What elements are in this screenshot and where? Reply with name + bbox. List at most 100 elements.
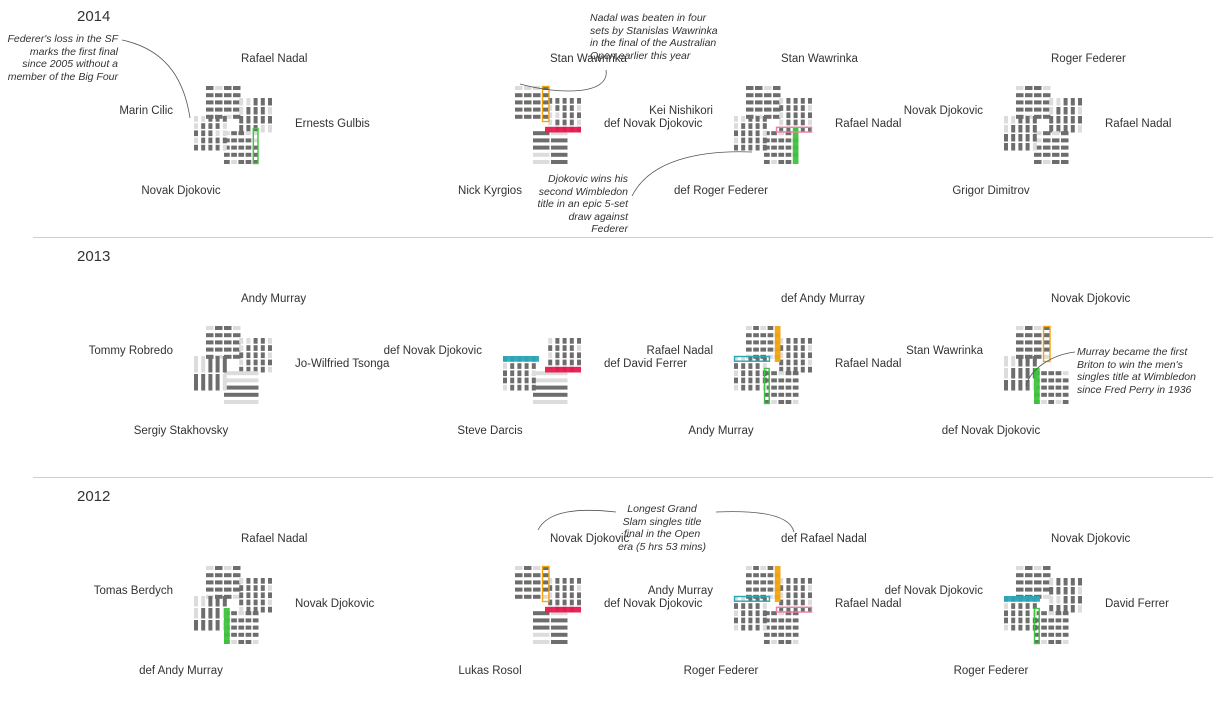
set-cell xyxy=(793,578,798,584)
set-cell xyxy=(771,145,777,150)
set-cell xyxy=(239,338,244,344)
set-cell xyxy=(762,123,767,129)
set-cell xyxy=(524,370,529,377)
set-cell xyxy=(785,400,792,404)
player-label: Tommy Robredo xyxy=(88,345,173,357)
set-cell xyxy=(741,624,746,631)
set-cell xyxy=(1025,587,1033,592)
set-cell xyxy=(1004,610,1008,617)
annotation: Longest Grand Slam singles title final i… xyxy=(617,503,707,553)
set-cell xyxy=(1025,326,1033,330)
set-cell xyxy=(231,618,237,623)
winner-highlight xyxy=(1004,596,1040,602)
set-cell xyxy=(741,123,746,129)
set-cell xyxy=(764,392,770,397)
set-cell xyxy=(239,592,244,599)
set-cell xyxy=(215,93,223,98)
set-cell xyxy=(779,126,784,133)
set-cell xyxy=(1034,618,1040,623)
set-cell xyxy=(260,578,265,584)
set-cell xyxy=(753,340,759,345)
set-cell xyxy=(238,131,245,136)
set-cell xyxy=(1063,578,1068,586)
set-cell xyxy=(208,620,213,631)
set-cell xyxy=(800,345,805,351)
set-cell xyxy=(533,566,541,570)
set-cell xyxy=(551,625,568,630)
set-cell xyxy=(734,377,738,384)
set-cell xyxy=(246,352,251,359)
set-cell xyxy=(239,116,244,124)
set-cell xyxy=(542,114,550,119)
set-cell xyxy=(224,400,259,404)
set-cell xyxy=(233,580,241,585)
player-label: Roger Federer xyxy=(1051,53,1126,65)
set-cell xyxy=(201,130,206,137)
set-cell xyxy=(762,624,767,631)
set-cell xyxy=(222,123,227,129)
set-cell xyxy=(1034,333,1042,338)
set-cell xyxy=(562,119,567,126)
set-cell xyxy=(215,596,220,607)
set-cell xyxy=(548,112,553,119)
set-cell xyxy=(762,617,767,624)
set-cell xyxy=(222,144,227,151)
set-cell xyxy=(1016,587,1024,592)
set-cell xyxy=(779,352,784,359)
set-cell xyxy=(1043,580,1051,585)
set-cell xyxy=(551,640,568,644)
set-cell xyxy=(773,93,781,98)
set-cell xyxy=(253,116,258,124)
set-cell xyxy=(533,145,550,150)
set-cell xyxy=(764,131,770,136)
set-cell xyxy=(1043,594,1051,599)
set-cell xyxy=(1048,618,1055,623)
set-cell xyxy=(1052,131,1060,136)
set-cell xyxy=(1034,145,1042,150)
set-cell xyxy=(1062,618,1069,623)
set-cell xyxy=(215,566,223,570)
set-cell xyxy=(748,137,753,144)
set-cell xyxy=(517,377,522,384)
player-label: Jo-Wilfried Tsonga xyxy=(295,358,390,370)
set-cell xyxy=(808,119,812,126)
set-cell xyxy=(734,617,738,624)
set-cell xyxy=(1011,617,1016,624)
set-cell xyxy=(208,116,213,122)
set-cell xyxy=(206,566,214,570)
set-cell xyxy=(245,640,252,644)
set-cell xyxy=(786,126,791,133)
set-cell xyxy=(215,326,223,330)
set-cell xyxy=(1055,625,1062,630)
set-cell xyxy=(533,114,541,119)
set-cell xyxy=(246,359,251,366)
set-cell xyxy=(551,611,568,616)
winner-highlight xyxy=(541,565,550,603)
set-cell xyxy=(524,86,532,90)
set-cell xyxy=(252,632,259,637)
set-cell xyxy=(779,599,784,606)
annotation: Federer's loss in the SF marks the first… xyxy=(7,33,118,83)
set-cell xyxy=(800,599,805,606)
set-cell xyxy=(231,152,237,157)
set-cell xyxy=(786,352,791,359)
set-cell xyxy=(542,580,550,585)
set-cell xyxy=(779,338,784,344)
set-cell xyxy=(194,130,198,137)
set-cell xyxy=(1034,611,1040,616)
set-cell xyxy=(1011,125,1016,133)
set-cell xyxy=(800,119,805,126)
set-cell xyxy=(1056,125,1061,133)
set-cell xyxy=(569,105,574,111)
set-cell xyxy=(755,116,760,122)
set-cell xyxy=(215,333,223,338)
set-cell xyxy=(741,144,746,151)
set-cell xyxy=(1056,98,1061,106)
set-cell xyxy=(239,107,244,115)
set-cell xyxy=(201,144,206,151)
set-cell xyxy=(1025,566,1033,570)
set-cell xyxy=(1004,368,1008,379)
set-cell xyxy=(555,105,560,111)
set-cell xyxy=(533,371,568,376)
set-cell xyxy=(1063,107,1068,115)
